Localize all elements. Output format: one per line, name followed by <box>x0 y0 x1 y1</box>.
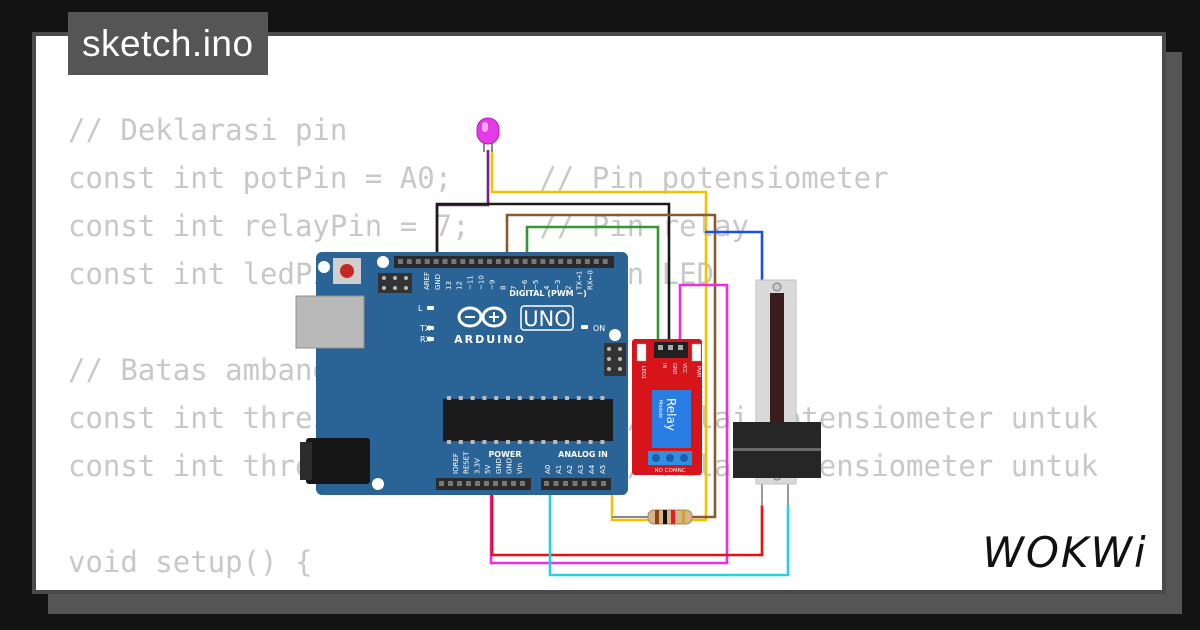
digital-pin-label: AREF <box>423 272 431 290</box>
tx-label: TX <box>419 324 431 333</box>
arduino-uno-board: UNO ARDUINO DIGITAL (PWM ~) L TX RX ON P… <box>295 252 628 495</box>
relay-pin-in: IN <box>661 363 667 368</box>
analog-pin-label: A0 <box>544 465 552 474</box>
power-pin-label: GND <box>495 458 503 474</box>
power-pin-label: 3.3V <box>473 458 481 474</box>
power-pin-label: 5V <box>484 465 492 474</box>
wire-yellow <box>490 150 708 522</box>
digital-pin-label: GND <box>434 274 442 290</box>
on-label: ON <box>593 324 605 333</box>
relay-pwr: PWR <box>695 366 701 378</box>
analog-pin-label: A3 <box>577 465 585 474</box>
power-pin-label: Vin <box>516 463 524 474</box>
power-label: POWER <box>488 450 521 459</box>
digital-pin-label: 2 <box>565 286 573 290</box>
analog-pin-label: A4 <box>588 464 596 474</box>
wire-purple <box>435 150 490 262</box>
l-label: L <box>418 304 423 313</box>
digital-pin-label: ~10 <box>478 275 486 290</box>
power-pin-label: RESET <box>463 451 471 474</box>
relay-led1: LED1 <box>640 366 646 379</box>
board-model: UNO <box>523 307 571 331</box>
relay-terminals: NO COMNC <box>654 468 685 474</box>
digital-pin-label: ~11 <box>467 275 475 290</box>
wire-green <box>525 225 660 342</box>
code-line[interactable]: // Deklarasi pin <box>68 113 348 147</box>
digital-pin-label: 7 <box>510 286 518 290</box>
relay-title: Relay <box>664 398 678 431</box>
rx-label: RX <box>420 335 432 344</box>
digital-pin-label: RX←0 <box>587 270 595 290</box>
file-tab[interactable]: sketch.ino <box>68 12 268 75</box>
digital-pin-label: 12 <box>456 281 464 290</box>
wire-brown <box>505 213 717 519</box>
relay-subtitle: Module <box>657 400 663 418</box>
code-line[interactable]: const int potPin = A0; // Pin potensiome… <box>68 161 889 195</box>
analog-pin-label: A2 <box>566 465 574 474</box>
code-line[interactable]: void setup() { <box>68 545 313 579</box>
digital-pin-label: 13 <box>445 281 453 290</box>
digital-pin-label: ~9 <box>488 280 496 290</box>
wire-blue <box>705 230 764 282</box>
digital-pin-label: 8 <box>499 286 507 290</box>
wire-red <box>490 486 764 557</box>
wokwi-logo[interactable]: WOKWi <box>975 522 1155 582</box>
relay-module: IN GND VCC LED1 PWR Relay Module NO COMN… <box>632 339 702 475</box>
digital-pin-label: ~3 <box>554 280 562 290</box>
resistor-component <box>612 509 693 525</box>
analog-pin-label: A1 <box>555 465 563 474</box>
relay-pin-vcc: VCC <box>681 363 687 374</box>
digital-pin-label: TX→1 <box>576 271 584 291</box>
digital-pin-label: ~5 <box>532 280 540 290</box>
power-pin-label: GND <box>506 458 514 474</box>
wokwi-logo-text: WOKWi <box>982 528 1147 577</box>
slide-potentiometer <box>733 279 821 506</box>
wire-cyan <box>548 486 790 577</box>
board-brand: ARDUINO <box>454 333 526 346</box>
digital-pin-label: ~6 <box>521 279 529 290</box>
analog-label: ANALOG IN <box>558 450 608 459</box>
arduino-logo-icon <box>457 306 507 328</box>
wire-black <box>435 202 671 342</box>
power-pin-label: IOREF <box>452 453 460 474</box>
led-component <box>476 117 500 152</box>
analog-pin-label: A5 <box>599 465 607 474</box>
relay-pin-gnd: GND <box>671 363 677 375</box>
digital-pin-label: 4 <box>543 285 551 290</box>
digital-label: DIGITAL (PWM ~) <box>509 289 587 298</box>
